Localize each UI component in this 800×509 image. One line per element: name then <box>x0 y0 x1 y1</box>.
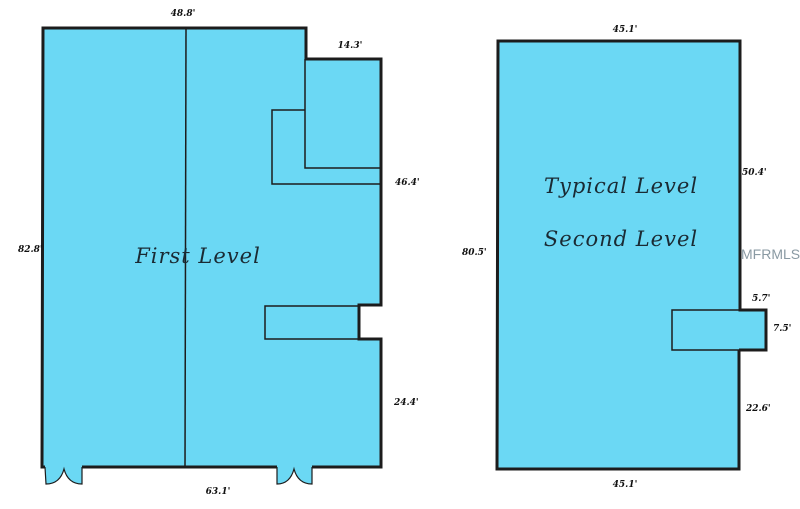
dim-first-step-top: 14.3' <box>338 41 363 51</box>
bump-out-inner-wall <box>671 309 740 351</box>
center-partition-wall <box>184 28 187 468</box>
typical-level-title: Typical Level <box>544 174 698 198</box>
dim-second-right-upper: 50.4' <box>742 168 767 178</box>
dim-first-right-upper: 46.4' <box>395 178 420 188</box>
dim-bump-top: 5.7' <box>752 294 770 304</box>
dim-first-bottom: 63.1' <box>206 487 231 497</box>
upper-room-wall <box>304 59 380 169</box>
dim-second-left: 80.5' <box>462 248 487 258</box>
second-level-floor <box>497 41 739 469</box>
dim-second-right-lower: 22.6' <box>745 404 771 414</box>
right-door-icon <box>276 466 313 485</box>
upper-closet-wall <box>271 109 380 185</box>
notch-room <box>264 305 360 340</box>
first-level-walls-main <box>40 26 383 469</box>
second-level-walls <box>495 39 768 471</box>
dim-second-top: 45.1' <box>613 25 638 35</box>
second-level-title: Second Level <box>544 227 698 251</box>
first-level-floor <box>43 28 381 468</box>
dim-second-bottom: 45.1' <box>613 480 638 490</box>
first-level-title: First Level <box>134 244 261 268</box>
watermark: MFRMLS <box>741 246 800 262</box>
left-door-icon <box>44 466 83 485</box>
dim-first-right-lower: 24.4' <box>393 398 419 408</box>
second-level-plan: Typical Level Second Level 45.1' 50.4' 8… <box>462 25 791 490</box>
first-level-plan: First Level 48.8' 14.3' 46.4' 82.8' 24.4… <box>18 9 420 497</box>
bump-out-floor <box>672 310 766 350</box>
dim-bump-side: 7.5' <box>773 324 791 334</box>
dim-first-left: 82.8' <box>18 245 43 255</box>
dim-first-top: 48.8' <box>171 9 196 19</box>
